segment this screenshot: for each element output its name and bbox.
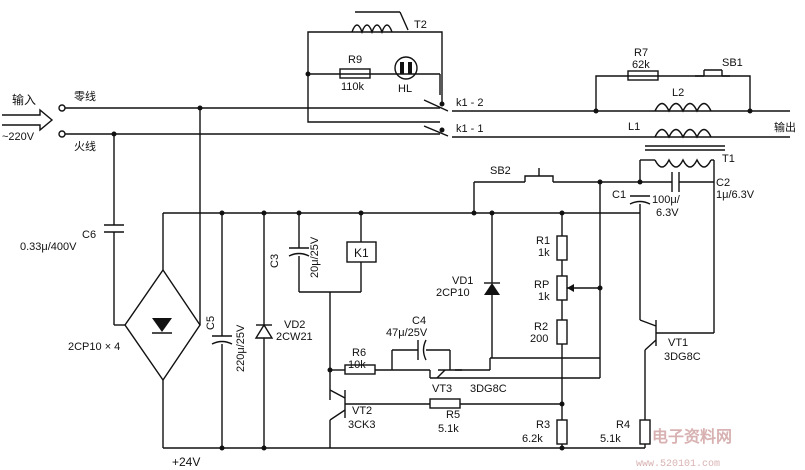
l2-label: L2	[672, 87, 684, 99]
r3-value: 6.2k	[522, 433, 543, 445]
r9-name: R9	[348, 54, 362, 66]
vt3-name: VT3	[432, 383, 452, 395]
r7-name: R7	[634, 47, 648, 59]
neutral-terminal	[58, 104, 66, 112]
r1-name: R1	[536, 235, 550, 247]
r5-value: 5.1k	[438, 423, 459, 435]
vt2-value: 3CK3	[348, 419, 376, 431]
rp-name: RP	[534, 279, 549, 291]
k1-label: K1	[354, 246, 369, 260]
r2-value: 200	[530, 333, 548, 345]
power-supply	[104, 105, 645, 451]
c4-value: 47μ/25V	[386, 327, 428, 339]
live-terminal	[58, 130, 66, 138]
r2-resistor	[556, 319, 568, 345]
r7-value: 62k	[632, 59, 650, 71]
c6-value: 0.33μ/400V	[20, 241, 77, 253]
vd1-value: 2CP10	[436, 287, 470, 299]
sb2-label: SB2	[490, 165, 511, 177]
sb1-label: SB1	[722, 57, 743, 69]
c5-name: C5	[205, 316, 217, 330]
r4-resistor	[639, 419, 651, 445]
r3-name: R3	[536, 419, 550, 431]
t2-coil	[351, 24, 393, 35]
sb1-button	[695, 69, 730, 77]
rp-potentiometer	[556, 275, 568, 301]
neutral-label: 零线	[74, 89, 96, 103]
c2-value: 1μ/6.3V	[716, 189, 755, 201]
labels: 输入 零线 火线 ~220V 输出 +24V 2CP10 × 4 k1 - 2 …	[2, 19, 796, 470]
vd2-name: VD2	[284, 319, 305, 331]
r6-name: R6	[352, 347, 366, 359]
r7-resistor	[627, 70, 659, 81]
r5-resistor	[429, 398, 461, 409]
r9-resistor	[339, 68, 371, 79]
k1-1-label: k1 - 1	[456, 123, 484, 135]
bridge-label: 2CP10 × 4	[68, 341, 120, 353]
l1-label: L1	[628, 121, 640, 133]
c1-value-b: 6.3V	[656, 207, 679, 219]
r5-name: R5	[446, 409, 460, 421]
mains-wiring	[2, 11, 790, 333]
vt1-name: VT1	[668, 337, 688, 349]
sb2-button	[524, 168, 554, 182]
output-label: 输出	[774, 120, 796, 134]
l2-coil	[654, 102, 712, 113]
r3-resistor	[556, 419, 568, 445]
c2-name: C2	[716, 177, 730, 189]
t1-coil	[654, 158, 712, 168]
c5-value: 220μ/25V	[235, 324, 247, 372]
t1-label: T1	[722, 153, 735, 165]
input-label: 输入	[12, 92, 36, 107]
hl-lamp	[394, 56, 418, 80]
c4-name: C4	[412, 315, 426, 327]
vd1-name: VD1	[452, 275, 473, 287]
c3-name: C3	[269, 254, 281, 268]
t2-label: T2	[414, 19, 427, 31]
vt1-value: 3DG8C	[664, 351, 701, 363]
r4-value: 5.1k	[600, 433, 621, 445]
k1-2-label: k1 - 2	[456, 97, 484, 109]
l1-coil	[654, 128, 712, 139]
supply-label: +24V	[172, 455, 200, 469]
c6-name: C6	[82, 229, 96, 241]
vt2-name: VT2	[352, 405, 372, 417]
hl-label: HL	[398, 83, 412, 95]
r1-value: 1k	[538, 247, 550, 259]
watermark-url: www.520101.com	[636, 459, 720, 470]
control-circuit	[288, 168, 714, 451]
watermark-text: 电子资料网	[652, 427, 732, 446]
c3-value: 20μ/25V	[309, 236, 321, 278]
c1-value-a: 100μ/	[652, 194, 681, 206]
vd2-value: 2CW21	[276, 331, 313, 343]
live-label: 火线	[74, 139, 96, 153]
mains-voltage-label: ~220V	[2, 131, 35, 143]
rp-value: 1k	[538, 291, 550, 303]
vt3-value: 3DG8C	[470, 383, 507, 395]
c1-name: C1	[612, 189, 626, 201]
r1-resistor	[556, 235, 568, 261]
input-arrow	[2, 108, 54, 132]
r9-value: 110k	[341, 81, 365, 93]
r4-name: R4	[616, 419, 630, 431]
r2-name: R2	[534, 321, 548, 333]
r6-value: 10k	[348, 359, 366, 371]
